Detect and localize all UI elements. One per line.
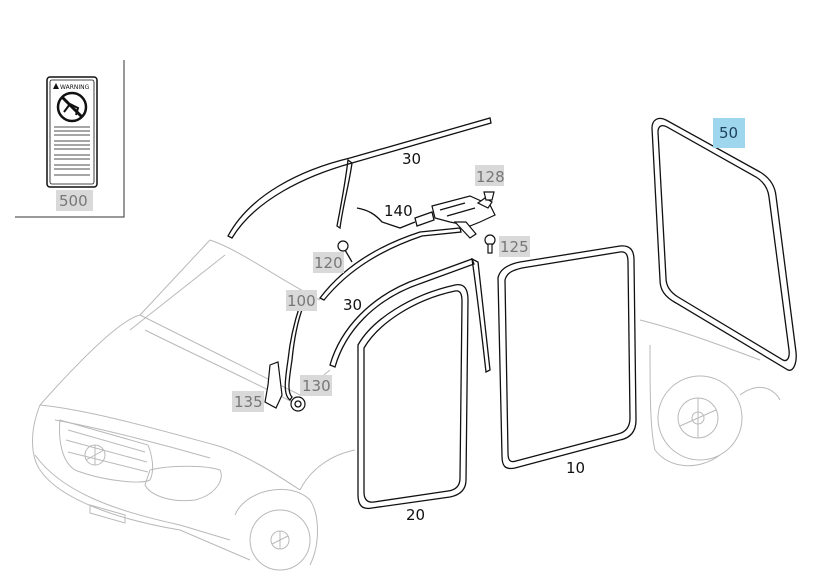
callout-500-bg bbox=[56, 190, 93, 211]
callout-128[interactable]: 128 bbox=[476, 168, 505, 186]
sliding-door-seal-part bbox=[497, 245, 637, 470]
connector-part bbox=[414, 211, 435, 227]
callout-135-bg bbox=[232, 391, 264, 412]
callout-50[interactable]: 50 bbox=[719, 124, 738, 142]
callout-100-bg bbox=[286, 290, 317, 311]
callout-20[interactable]: 20 bbox=[406, 506, 425, 524]
callout-135[interactable]: 135 bbox=[234, 393, 263, 411]
callout-500[interactable]: 500 bbox=[59, 192, 88, 210]
clip-128-part bbox=[483, 191, 495, 201]
pillar-seal-part bbox=[319, 227, 462, 301]
warning-label-panel: WARNING bbox=[15, 60, 125, 218]
warning-text-lines bbox=[54, 126, 90, 176]
callout-128-bg bbox=[475, 165, 504, 186]
b-pillar-seal-part bbox=[471, 257, 491, 373]
callout-130[interactable]: 130 bbox=[302, 377, 331, 395]
callouts: 500 50 30 128 140 125 120 100 30 130 135… bbox=[56, 118, 745, 524]
bracket-135-part bbox=[264, 361, 283, 409]
nut-130-part bbox=[290, 396, 306, 412]
front-door-seal-part bbox=[357, 284, 469, 510]
callout-120-bg bbox=[313, 252, 344, 273]
roof-seal-drop bbox=[336, 158, 353, 230]
cable-part bbox=[356, 207, 416, 229]
callout-30-pillar[interactable]: 30 bbox=[343, 296, 362, 314]
callout-10[interactable]: 10 bbox=[566, 459, 585, 477]
warning-triangle-icon bbox=[53, 83, 59, 89]
warning-heading: WARNING bbox=[60, 84, 90, 91]
callout-125[interactable]: 125 bbox=[500, 238, 529, 256]
callout-100[interactable]: 100 bbox=[287, 292, 316, 310]
no-airbag-icon bbox=[56, 91, 88, 123]
callout-50-highlight bbox=[713, 118, 745, 148]
callout-140[interactable]: 140 bbox=[384, 202, 413, 220]
roof-seal-part bbox=[227, 117, 492, 239]
callout-120[interactable]: 120 bbox=[314, 254, 343, 272]
rear-door-seal-part bbox=[651, 117, 797, 371]
callout-30-roof[interactable]: 30 bbox=[402, 150, 421, 168]
bolt-125-part bbox=[484, 234, 496, 254]
door-strip-part bbox=[284, 303, 304, 401]
lock-assembly bbox=[431, 195, 496, 239]
screw-120-part bbox=[337, 240, 353, 263]
parts bbox=[227, 117, 797, 510]
callout-130-bg bbox=[300, 375, 332, 396]
door-frame-seal-part bbox=[329, 258, 475, 368]
callout-125-bg bbox=[499, 236, 530, 257]
